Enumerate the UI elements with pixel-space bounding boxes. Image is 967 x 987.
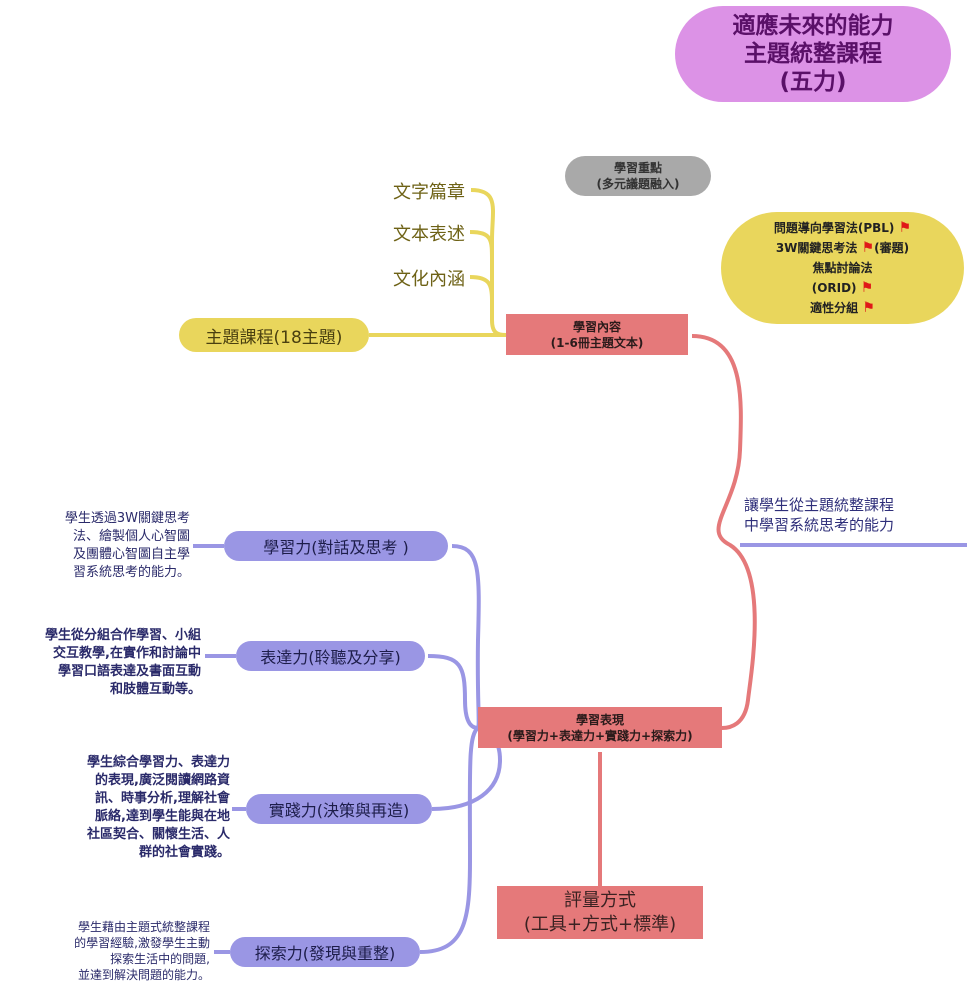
connector-ability-2 (427, 654, 479, 730)
connector-branch-3 (469, 275, 494, 301)
ability-4-description: 學生藉由主題式統整課程 的學習經驗,激發學生主動 探索生活中的問題, 並達到解決… (74, 920, 210, 982)
connector-ability-4 (419, 726, 480, 954)
ability-exploration-pill[interactable]: 探索力(發現與重整) (230, 937, 420, 967)
goal-label[interactable]: 讓學生從主題統整課程 中學習系統思考的能力 (744, 495, 964, 535)
title-line-2: 主題統整課程 (744, 41, 882, 67)
method-pbl: 問題導向學習法(PBL) ⚑ (773, 220, 912, 236)
assessment-line-2: (工具+方式+標準) (523, 913, 677, 935)
connector-branch-2 (469, 230, 494, 261)
method-orid-sub: (ORID) ⚑ (811, 280, 874, 296)
learning-performance-node[interactable]: 學習表現 (學習力+表達力+實踐力+探索力) (478, 707, 722, 748)
learning-content-node[interactable]: 學習內容 (1-6冊主題文本) (506, 314, 688, 355)
branch-text-expression[interactable]: 文本表述 (393, 224, 465, 245)
performance-line-1: 學習表現 (575, 712, 624, 727)
teaching-methods-node[interactable]: 問題導向學習法(PBL) ⚑ 3W關鍵思考法 ⚑(審題) 焦點討論法 (ORID… (721, 212, 964, 324)
assessment-line-1: 評量方式 (564, 889, 636, 911)
root-title: 適應未來的能力 主題統整課程 (五力) (675, 6, 951, 102)
content-line-2: (1-6冊主題文本) (550, 335, 644, 350)
title-line-3: (五力) (779, 69, 847, 95)
flag-icon: ⚑ (898, 220, 912, 236)
assessment-node[interactable]: 評量方式 (工具+方式+標準) (497, 886, 703, 939)
learning-focus-node[interactable]: 學習重點 (多元議題融入) (565, 156, 711, 196)
performance-line-2: (學習力+表達力+實踐力+探索力) (507, 728, 693, 743)
branch-cultural-meaning[interactable]: 文化內涵 (393, 269, 465, 290)
ability-1-description: 學生透過3W關鍵思考 法、繪製個人心智圖 及團體心智圖自主學 習系統思考的能力。 (64, 511, 190, 580)
flag-icon: ⚑ (861, 240, 875, 256)
ability-expression-pill[interactable]: 表達力(聆聽及分享) (236, 641, 425, 671)
topic-course-node[interactable]: 主題課程(18主題) (179, 318, 369, 352)
branch-text-chapters[interactable]: 文字篇章 (393, 182, 465, 203)
method-orid: 焦點討論法 (812, 261, 873, 275)
method-3w: 3W關鍵思考法 ⚑(審題) (775, 240, 910, 256)
goal-line-1: 讓學生從主題統整課程 (744, 496, 895, 514)
goal-line-2: 中學習系統思考的能力 (744, 516, 895, 534)
connector-branch-1 (470, 188, 507, 337)
flag-icon: ⚑ (862, 300, 875, 316)
ability-3-description: 學生綜合學習力、表達力 的表現,廣泛閱讀網路資 訊、時事分析,理解社會 脈絡,達… (86, 755, 230, 860)
method-grouping: 適性分組 ⚑ (810, 300, 875, 316)
title-line-1: 適應未來的能力 (732, 13, 894, 39)
ability-learning-pill[interactable]: 學習力(對話及思考 ) (224, 531, 448, 561)
focus-line-2: (多元議題融入) (596, 177, 680, 191)
content-line-1: 學習內容 (572, 319, 621, 334)
ability-2-description: 學生從分組合作學習、小組 交互教學,在實作和討論中 學習口語表達及書面互動 和肢… (44, 628, 201, 697)
focus-line-1: 學習重點 (613, 161, 662, 175)
flag-icon: ⚑ (860, 280, 874, 296)
ability-practice-pill[interactable]: 實踐力(決策與再造) (246, 794, 432, 824)
connector-content-performance (691, 334, 757, 730)
